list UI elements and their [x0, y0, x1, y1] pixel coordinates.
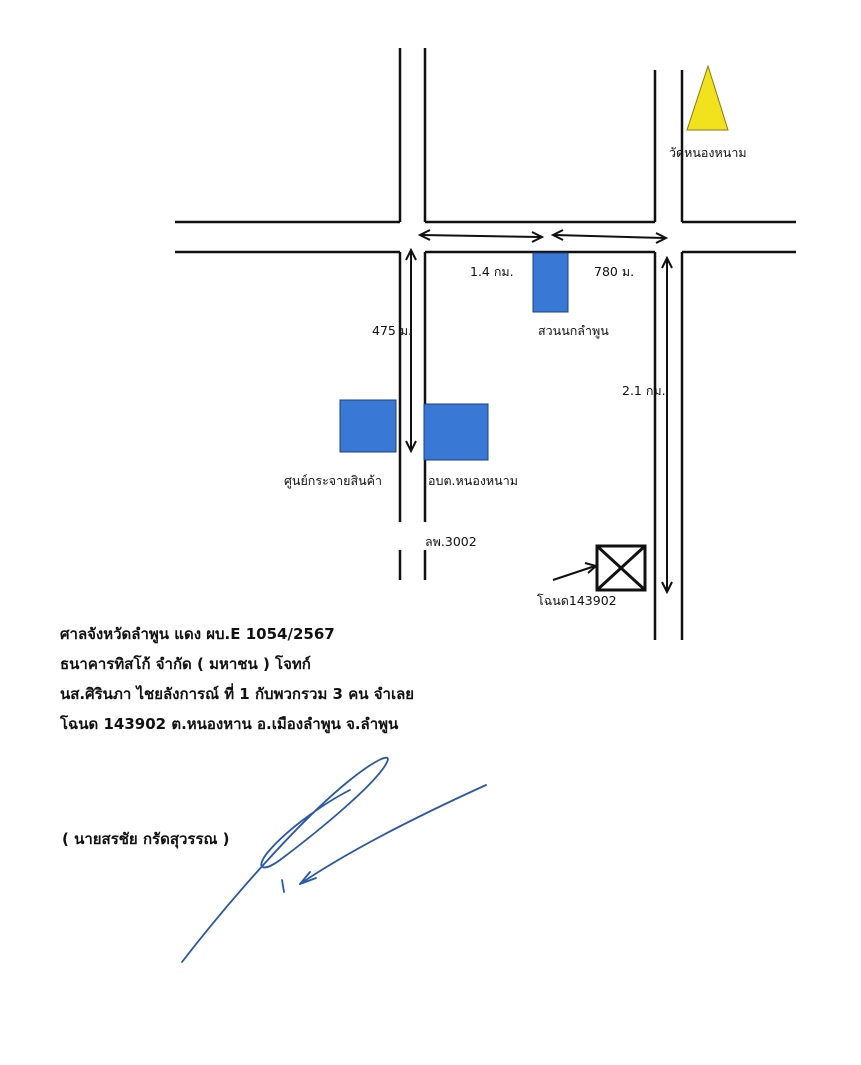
road-name-label: ลพ.3002: [425, 534, 477, 549]
bird-park-label: สวนนกลำพูน: [538, 323, 609, 338]
deed-pointer-arrow: [552, 562, 599, 581]
distance-label-west: 1.4 กม.: [470, 264, 514, 279]
case-line-defendant: นส.ศิรินภา ไชยลังการณ์ ที่ 1 กับพวกรวม 3…: [60, 685, 415, 703]
distance-arrow-west: [417, 229, 545, 243]
west-vertical-road: [398, 48, 427, 580]
distance-arrow-east: [550, 229, 669, 244]
signer-name: ( นายสรชัย กรัดสุวรรณ ): [62, 830, 230, 848]
distance-arrow-vertical-west: [405, 247, 417, 454]
deed-location-marker-icon: [595, 544, 647, 592]
distance-label-vertical-east: 2.1 กม.: [622, 383, 666, 398]
case-line-deed: โฉนด 143902 ต.หนองหาน อ.เมืองลำพูน จ.ลำพ…: [60, 715, 399, 733]
distance-arrow-vertical-east: [661, 255, 673, 595]
temple-label: วัดหนองหนาม: [669, 145, 747, 160]
case-details: ศาลจังหวัดลำพูน แดง ผบ.E 1054/2567 ธนาคา…: [60, 619, 414, 739]
sao-office-building: [423, 403, 489, 461]
bird-park-building: [532, 252, 569, 313]
distance-label-east: 780 ม.: [594, 264, 635, 279]
case-line-plaintiff: ธนาคารทิสโก้ จำกัด ( มหาชน ) โจทก์: [60, 655, 311, 673]
east-vertical-road: [653, 70, 684, 640]
signature-scribble: [181, 756, 487, 963]
distribution-center-label: ศูนย์กระจายสินค้า: [284, 473, 383, 488]
distribution-center-building: [339, 399, 397, 453]
deed-label: โฉนด143902: [537, 593, 617, 608]
distance-label-vertical-west: 475 ม.: [372, 323, 413, 338]
case-line-court: ศาลจังหวัดลำพูน แดง ผบ.E 1054/2567: [60, 625, 335, 643]
temple-marker-icon: [686, 64, 729, 131]
horizontal-road: [175, 220, 796, 254]
sao-office-label: อบต.หนองหนาม: [428, 473, 518, 488]
